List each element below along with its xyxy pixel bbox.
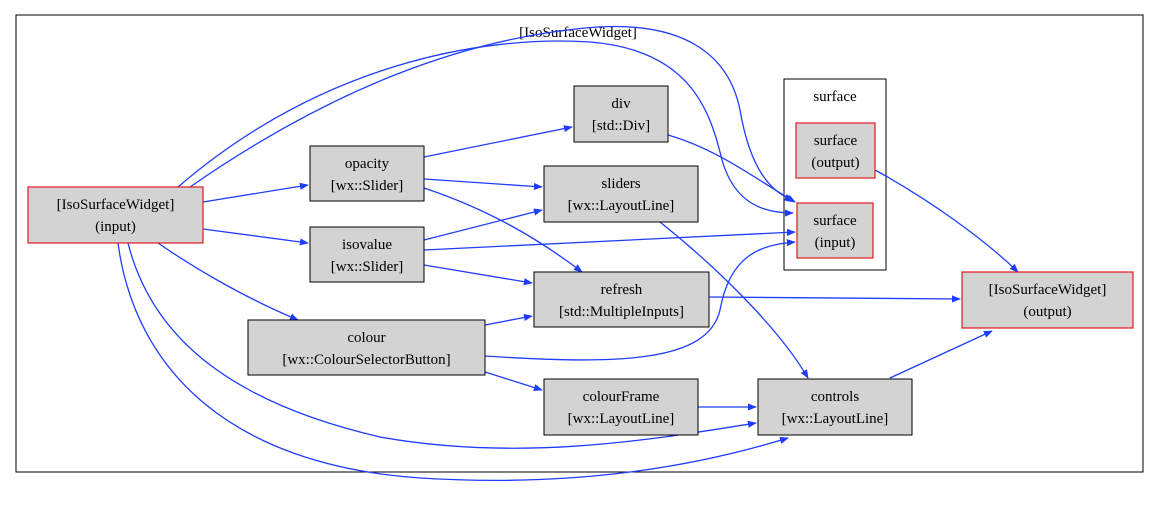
node-controls-type: [wx::LayoutLine]	[782, 411, 889, 427]
edge-opacity-to-refresh	[423, 187, 583, 273]
node-refresh-type: [std::MultipleInputs]	[559, 304, 684, 320]
node-colourframe-type: [wx::LayoutLine]	[568, 411, 675, 427]
edge-isovalue-to-sliders	[423, 208, 543, 241]
node-surface-input-type: (input)	[815, 235, 856, 251]
edge-div-to-surface-input	[667, 134, 796, 203]
edge-input-to-surface-input-b	[177, 40, 794, 217]
node-opacity-type: [wx::Slider]	[331, 178, 404, 194]
node-opacity: opacity [wx::Slider]	[309, 145, 425, 202]
node-surface-output-title: surface	[814, 133, 858, 149]
node-widget-output-title: [IsoSurfaceWidget]	[989, 282, 1107, 298]
node-widget-output: [IsoSurfaceWidget] (output)	[961, 271, 1134, 329]
node-colourframe: colourFrame [wx::LayoutLine]	[543, 378, 699, 436]
edge-input-to-opacity	[202, 182, 309, 203]
node-colour-title: colour	[347, 330, 385, 346]
node-widget-input: [IsoSurfaceWidget] (input)	[27, 186, 204, 244]
edges	[117, 26, 1019, 482]
node-div-title: div	[611, 96, 631, 112]
edge-controls-to-widget-output	[889, 330, 993, 379]
node-surface-input-title: surface	[813, 213, 857, 229]
node-refresh-title: refresh	[601, 282, 643, 298]
node-surface-output-type: (output)	[811, 155, 859, 171]
node-sliders: sliders [wx::LayoutLine]	[543, 165, 699, 223]
node-isovalue: isovalue [wx::Slider]	[309, 226, 425, 283]
node-widget-input-type: (input)	[95, 219, 136, 235]
node-controls-title: controls	[811, 389, 859, 405]
edge-input-to-controls-b	[117, 242, 789, 482]
edge-refresh-to-widget-output	[708, 295, 961, 303]
node-controls: controls [wx::LayoutLine]	[757, 378, 913, 436]
node-surface-input: surface (input)	[796, 202, 874, 259]
surface-cluster	[783, 78, 887, 271]
edge-colour-to-refresh	[484, 313, 533, 326]
node-colourframe-title: colourFrame	[583, 389, 660, 405]
edge-colour-to-surface-input	[484, 239, 796, 361]
node-div-type: [std::Div]	[592, 118, 650, 134]
outer-cluster	[15, 14, 1144, 473]
edge-input-to-isovalue	[202, 228, 309, 246]
node-isovalue-title: isovalue	[342, 237, 392, 253]
edge-isovalue-to-surface-input	[423, 228, 796, 251]
node-sliders-type: [wx::LayoutLine]	[568, 198, 675, 214]
node-opacity-title: opacity	[345, 156, 390, 172]
edge-colour-to-colourframe	[484, 371, 543, 391]
node-colour: colour [wx::ColourSelectorButton]	[247, 319, 486, 376]
edge-input-to-colour	[157, 242, 299, 321]
node-isovalue-type: [wx::Slider]	[331, 259, 404, 275]
node-surface-output: surface (output)	[795, 122, 876, 179]
surface-cluster-label: surface	[813, 89, 857, 105]
node-widget-output-type: (output)	[1023, 304, 1071, 320]
edge-input-to-controls-a	[127, 242, 757, 449]
edge-input-to-surface-input-a	[189, 26, 794, 201]
edge-opacity-to-sliders	[423, 178, 543, 191]
outer-cluster-label: [IsoSurfaceWidget]	[519, 25, 637, 41]
edge-opacity-to-div	[423, 125, 573, 158]
node-div: div [std::Div]	[573, 85, 669, 143]
edge-sliders-to-controls	[659, 221, 809, 379]
node-widget-input-title: [IsoSurfaceWidget]	[57, 197, 175, 213]
node-colour-type: [wx::ColourSelectorButton]	[282, 352, 450, 368]
node-refresh: refresh [std::MultipleInputs]	[533, 271, 710, 328]
node-sliders-title: sliders	[601, 176, 640, 192]
edge-surface-output-to-widget-output	[874, 169, 1019, 273]
edge-isovalue-to-refresh	[423, 264, 533, 286]
